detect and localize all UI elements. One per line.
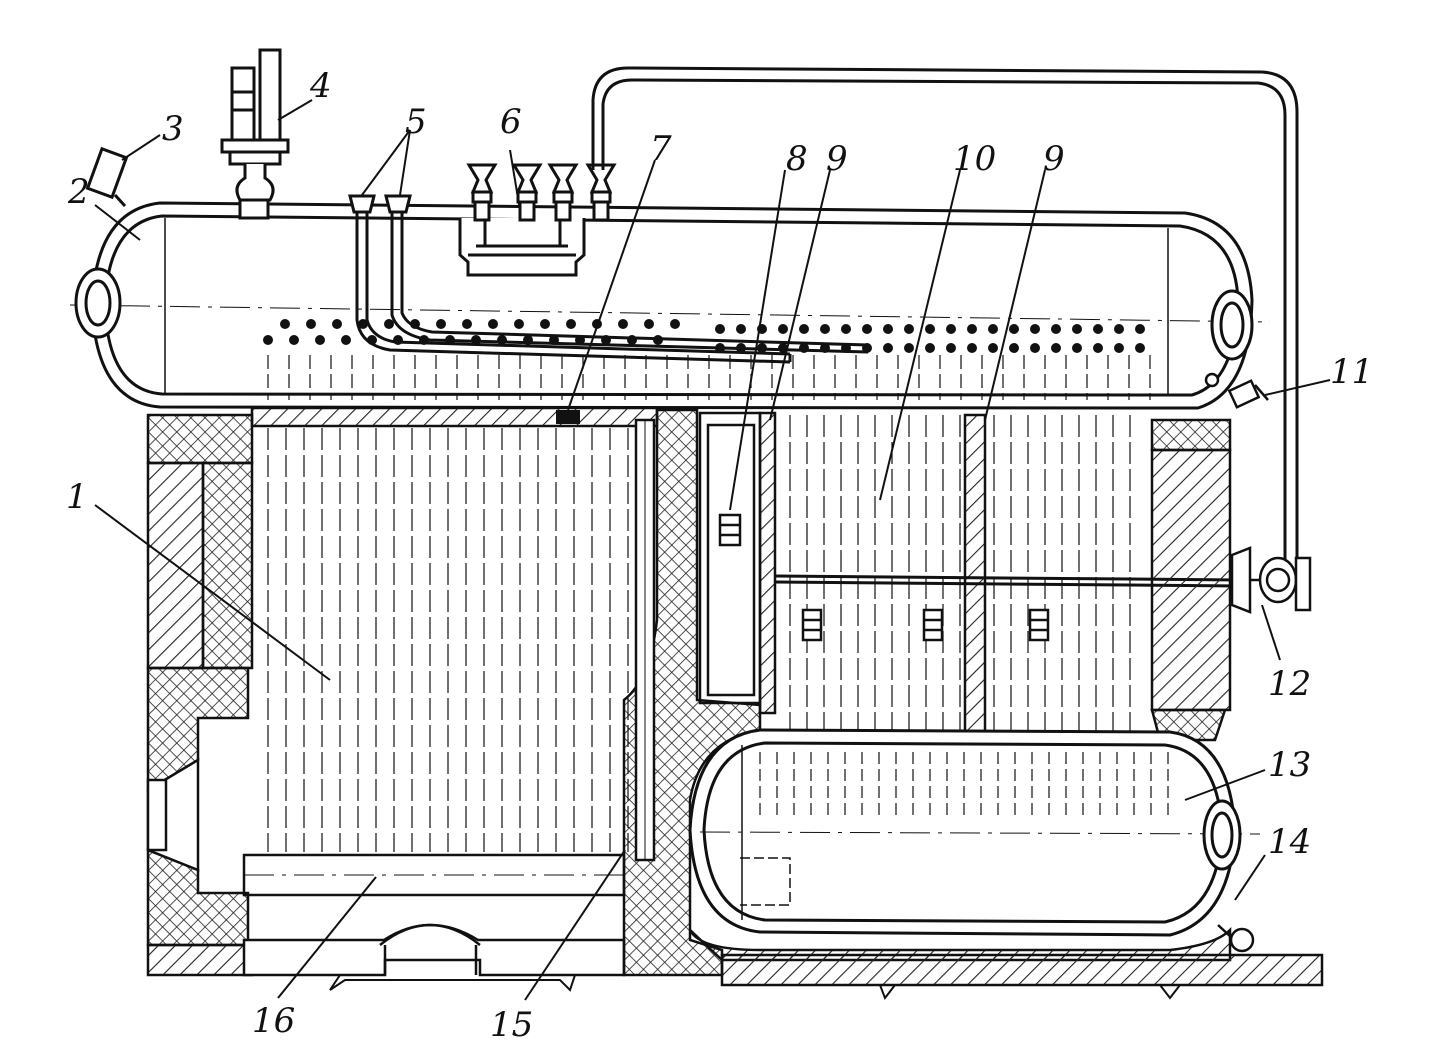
upper-drum xyxy=(69,201,1271,410)
fitting-11-valve xyxy=(1204,372,1269,409)
furnace-bottom-collector xyxy=(242,853,626,897)
label-16: 16 xyxy=(252,1001,295,1041)
inspection-ports xyxy=(801,608,1050,642)
furnace-floor xyxy=(242,923,626,992)
label-5: 5 xyxy=(405,102,427,142)
water-level-pipe xyxy=(591,66,1299,560)
drum-end-manhole-right xyxy=(1210,289,1254,361)
label-4: 4 xyxy=(309,66,332,106)
tube-lines-in-lower-drum xyxy=(759,752,1169,818)
label-7: 7 xyxy=(650,129,672,169)
fitting-12-blowdown-valve xyxy=(1230,546,1312,614)
label-3: 3 xyxy=(162,109,184,149)
furnace-screen-tubes xyxy=(267,428,629,852)
label-15: 15 xyxy=(490,1005,533,1045)
lower-drum xyxy=(688,728,1261,937)
flue-chamber xyxy=(698,411,777,715)
label-1: 1 xyxy=(66,477,88,517)
tube-lines-in-drum xyxy=(267,355,1151,400)
label-6: 6 xyxy=(500,102,522,142)
label-12: 12 xyxy=(1268,664,1311,704)
fitting-6-valve-block xyxy=(458,163,617,277)
label-13: 13 xyxy=(1268,745,1311,785)
right-wall xyxy=(1150,418,1232,742)
internal-feed-pipes xyxy=(355,210,870,364)
lower-drum-manhole xyxy=(1202,799,1242,871)
label-11: 11 xyxy=(1330,352,1373,392)
label-14: 14 xyxy=(1268,822,1311,862)
leader-lines xyxy=(94,99,1331,1001)
fitting-4-safety-valve xyxy=(220,48,290,220)
label-10: 10 xyxy=(953,139,996,179)
fitting-3-gauge xyxy=(85,146,129,208)
label-9-left: 9 xyxy=(826,139,848,179)
left-wall xyxy=(146,413,254,977)
label-8: 8 xyxy=(786,139,808,179)
base-foundation xyxy=(688,926,1324,1001)
label-9-right: 9 xyxy=(1043,139,1065,179)
fitting-5-feed-inlets xyxy=(348,194,412,214)
drum-end-manhole-left xyxy=(74,267,122,339)
furnace-ceiling xyxy=(250,406,659,428)
label-2: 2 xyxy=(67,172,90,212)
